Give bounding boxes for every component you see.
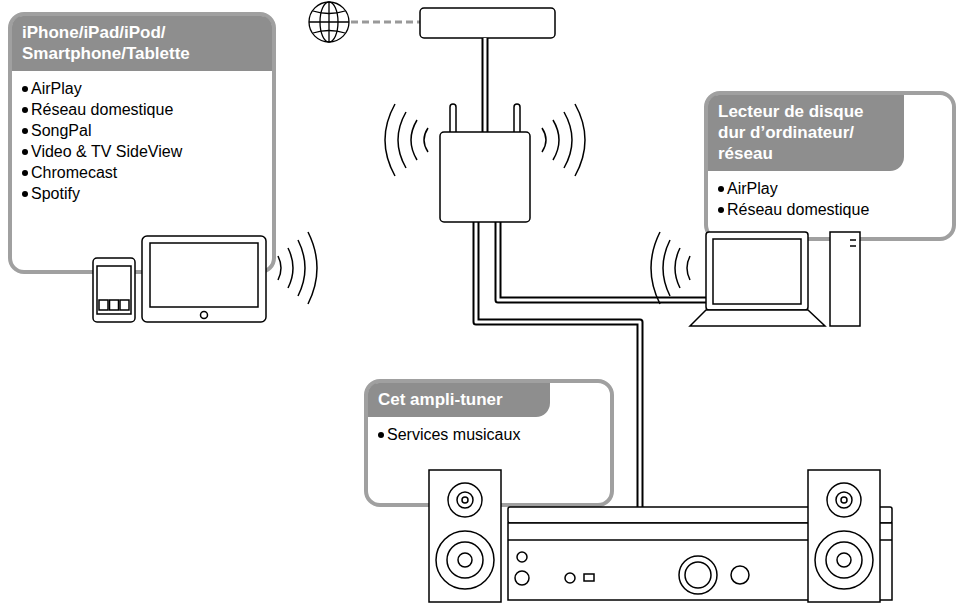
callout-heading-band: Lecteur de disque dur d’ordinateur/ rése… xyxy=(708,95,904,171)
bullet-dot xyxy=(22,170,28,176)
bullet-dot xyxy=(22,191,28,197)
bullet-text: Chromecast xyxy=(31,162,117,183)
bullet-item: AirPlay xyxy=(708,178,952,199)
callout-box: Cet ampli-tunerServices musicaux xyxy=(364,379,614,507)
bullet-text: AirPlay xyxy=(727,178,778,199)
bullet-dot xyxy=(718,186,724,192)
bullet-text: SongPal xyxy=(31,120,92,141)
bullet-dot xyxy=(22,86,28,92)
bullet-item: Chromecast xyxy=(12,162,272,183)
bullet-dot xyxy=(718,207,724,213)
bullet-item: Services musicaux xyxy=(368,424,610,445)
bullet-text: Réseau domestique xyxy=(727,199,869,220)
bullet-text: Réseau domestique xyxy=(31,99,173,120)
bullet-item: AirPlay xyxy=(12,78,272,99)
bullet-dot xyxy=(22,128,28,134)
bullet-text: Services musicaux xyxy=(387,424,520,445)
bullet-item: Réseau domestique xyxy=(12,99,272,120)
callout-heading: iPhone/iPad/iPod/ Smartphone/Tablette xyxy=(22,22,237,64)
bullet-text: AirPlay xyxy=(31,78,82,99)
bullet-text: Spotify xyxy=(31,183,80,204)
callout-heading-band: iPhone/iPad/iPod/ Smartphone/Tablette xyxy=(12,16,272,71)
bullet-list: Services musicaux xyxy=(368,417,610,445)
bullet-dot xyxy=(22,149,28,155)
callout-heading-band: Cet ampli-tuner xyxy=(368,383,550,417)
bullet-list: AirPlayRéseau domestique xyxy=(708,171,952,220)
callout-box: Lecteur de disque dur d’ordinateur/ rése… xyxy=(704,91,956,241)
bullet-item: Réseau domestique xyxy=(708,199,952,220)
bullet-item: Spotify xyxy=(12,183,272,204)
bullet-item: Video & TV SideView xyxy=(12,141,272,162)
bullet-list: AirPlayRéseau domestiqueSongPalVideo & T… xyxy=(12,71,272,204)
callout-heading: Lecteur de disque dur d’ordinateur/ rése… xyxy=(718,101,894,164)
bullet-dot xyxy=(378,432,384,438)
callout-heading: Cet ampli-tuner xyxy=(378,389,540,410)
bullet-text: Video & TV SideView xyxy=(31,141,182,162)
bullet-item: SongPal xyxy=(12,120,272,141)
callout-box: iPhone/iPad/iPod/ Smartphone/TabletteAir… xyxy=(8,12,276,274)
bullet-dot xyxy=(22,107,28,113)
